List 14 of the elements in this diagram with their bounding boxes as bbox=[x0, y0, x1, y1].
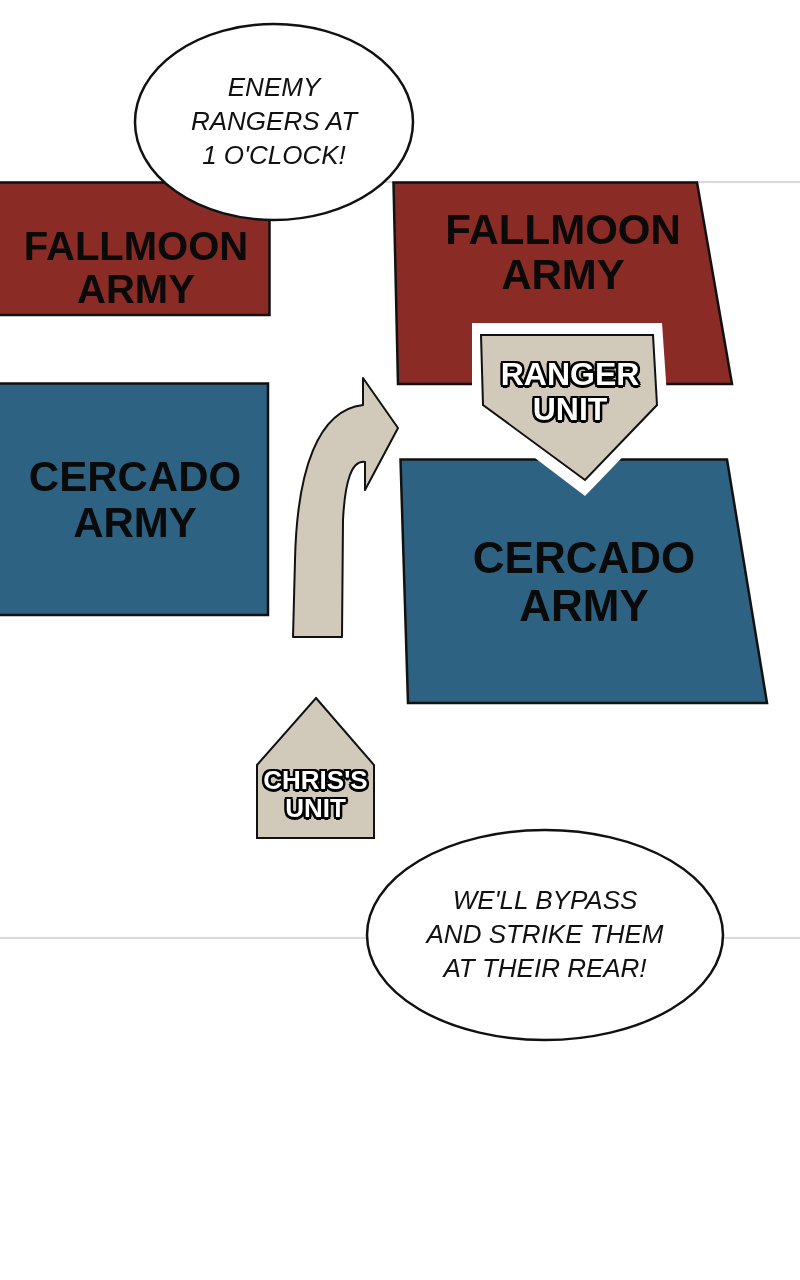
speech-bubble bbox=[365, 828, 725, 1042]
army-block bbox=[0, 382, 270, 617]
army-label: CERCADO ARMY bbox=[28, 454, 242, 545]
unit-marker bbox=[255, 696, 376, 840]
unit-label: CHRIS'S UNIT bbox=[263, 766, 368, 823]
speech-text: WE'LL BYPASS AND STRIKE THEM AT THEIR REAR! bbox=[424, 884, 665, 985]
army-block bbox=[0, 181, 272, 317]
army-label: CERCADO ARMY bbox=[472, 534, 696, 629]
speech-bubble bbox=[133, 22, 415, 222]
speech-text: ENEMY RANGERS AT 1 O'CLOCK! bbox=[189, 71, 360, 172]
army-label: FALLMOON ARMY bbox=[23, 225, 249, 312]
army-label: FALLMOON ARMY bbox=[445, 207, 681, 298]
army-block bbox=[399, 458, 769, 705]
unit-label: RANGER UNIT bbox=[500, 357, 640, 427]
